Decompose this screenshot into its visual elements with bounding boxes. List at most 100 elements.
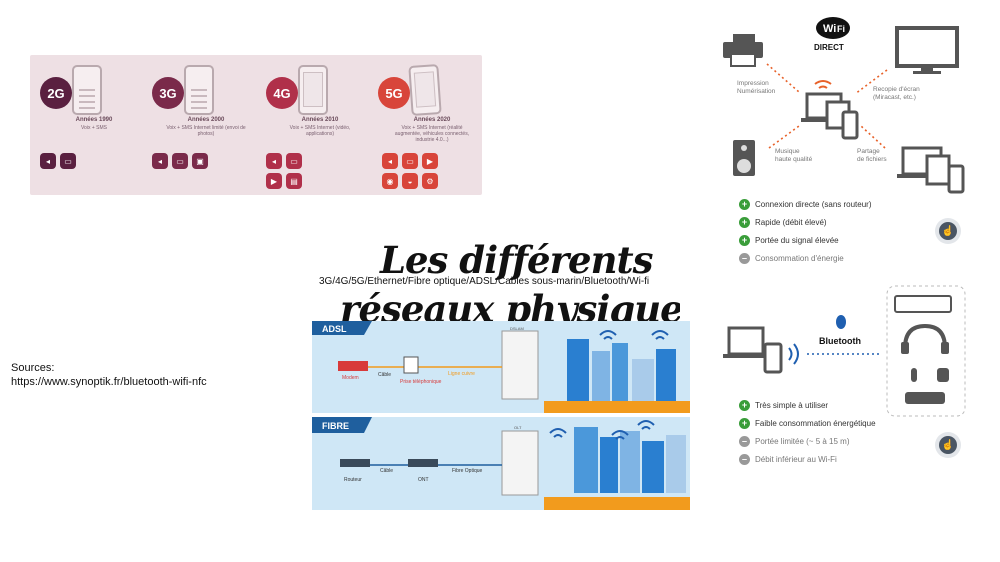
- feature-text: Rapide (débit élevé): [755, 218, 827, 227]
- minus-icon: –: [739, 253, 750, 264]
- voice-icon: ◂: [40, 153, 56, 169]
- fibre-label: FIBRE: [322, 421, 349, 431]
- minus-icon: –: [739, 436, 750, 447]
- sms-icon: ▭: [286, 153, 302, 169]
- wifi-direct-diagram: Wi Fi DIRECT: [723, 17, 965, 194]
- page-title-line1: Les différents: [380, 238, 653, 282]
- voice-icon: ◂: [152, 153, 168, 169]
- music-label: Musique haute qualité: [775, 148, 813, 163]
- mobile-generations-infographic: 2G Années 1990 Voix + SMS ◂ ▭ 3G Années …: [30, 55, 482, 195]
- direct-logo-text: DIRECT: [814, 43, 844, 52]
- generation-3g: 3G Années 2000 Voix + SMS Internet limit…: [148, 65, 258, 190]
- feature-text: Faible consommation énergétique: [755, 419, 876, 428]
- qwerty-phone-icon: [184, 65, 214, 115]
- modem-label: Modem: [342, 375, 359, 381]
- router-label: Routeur: [344, 477, 362, 483]
- screen-mirror-label: Recopie d'écran (Miracast, etc.): [873, 86, 920, 101]
- minus-icon: –: [739, 454, 750, 465]
- copper-line-label: Ligne cuivre: [448, 371, 475, 377]
- adsl-panel: ADSL DSLAM Modem Câble Prise téléphoniqu…: [312, 321, 690, 413]
- bluetooth-logo-text: Bluetooth: [819, 336, 861, 346]
- generation-capabilities: ◂ ▭ ▣: [152, 153, 258, 169]
- generation-4g: 4G Années 2010 Voix + SMS Internet (vidé…: [262, 65, 372, 190]
- adsl-fibre-diagram: ADSL DSLAM Modem Câble Prise téléphoniqu…: [312, 321, 690, 510]
- generation-5g: 5G Années 2020 Voix + SMS Internet (réal…: [374, 64, 484, 190]
- touch-action-button[interactable]: ☝: [935, 218, 961, 244]
- bluetooth-logo: Bluetooth: [819, 315, 861, 346]
- page-subtitle: 3G/4G/5G/Ethernet/Fibre optique/ADSL/Cab…: [319, 276, 650, 287]
- speaker-icon: [733, 140, 755, 176]
- generation-year: Années 2020: [413, 117, 451, 123]
- video-icon: ▶: [422, 153, 438, 169]
- generation-badge: 4G: [266, 77, 298, 109]
- photo-icon: ▣: [192, 153, 208, 169]
- wifi-direct-logo: Wi Fi DIRECT: [814, 17, 850, 52]
- hand-pointer-icon: ☝: [939, 436, 957, 454]
- feature-text: Très simple à utiliser: [755, 401, 829, 410]
- fibre-cable-label: Câble: [380, 468, 393, 474]
- file-share-label: Partage de fichiers: [857, 148, 887, 163]
- generation-capabilities: ◂ ▭ ▶ ◉ ◒ ⚙: [382, 153, 452, 189]
- generation-2g: 2G Années 1990 Voix + SMS ◂ ▭: [36, 65, 146, 190]
- ont-label: ONT: [418, 477, 429, 483]
- connected-car-icon: ◒: [402, 173, 418, 189]
- generation-capabilities: ◂ ▭: [40, 153, 146, 169]
- feature-text: Consommation d'énergie: [755, 254, 844, 263]
- sms-icon: ▭: [402, 153, 418, 169]
- generation-capabilities: ◂ ▭ ▶ ▤: [266, 153, 312, 189]
- plus-icon: +: [739, 199, 750, 210]
- printer-icon: [723, 34, 763, 67]
- generation-description: Voix + SMS Internet limité (envoi de pho…: [166, 125, 246, 137]
- bluetooth-feature-item: + Faible consommation énergétique: [739, 418, 876, 429]
- sources-block: Sources: https://www.synoptik.fr/bluetoo…: [11, 361, 207, 389]
- devices-icon: [897, 146, 965, 194]
- foldable-phone-icon: [408, 64, 442, 116]
- smartphone-icon: [298, 65, 328, 115]
- generation-year: Années 2000: [187, 117, 225, 123]
- bluetooth-feature-item: – Débit inférieur au Wi-Fi: [739, 454, 837, 465]
- central-devices-icon: [801, 80, 859, 140]
- generation-badge: 3G: [152, 77, 184, 109]
- wifi-feature-item: – Consommation d'énergie: [739, 253, 844, 264]
- connection-arrows: [766, 63, 888, 149]
- generation-badge: 2G: [40, 77, 72, 109]
- touch-action-button[interactable]: ☝: [935, 432, 961, 458]
- feature-text: Portée limitée (~ 5 à 15 m): [755, 437, 850, 446]
- apps-icon: ▤: [286, 173, 302, 189]
- page-title-line2: réseaux physique: [340, 287, 680, 325]
- olt-label: OLT: [514, 425, 522, 430]
- feature-text: Portée du signal élevée: [755, 236, 839, 245]
- sources-link[interactable]: https://www.synoptik.fr/bluetooth-wifi-n…: [11, 376, 207, 388]
- bluetooth-diagram: Bluetooth: [723, 285, 966, 417]
- adsl-label: ADSL: [322, 324, 347, 334]
- fi-logo-text: Fi: [837, 24, 845, 34]
- generation-description: Voix + SMS Internet (vidéo, applications…: [289, 125, 351, 137]
- wifi-feature-item: + Connexion directe (sans routeur): [739, 199, 872, 210]
- generation-badge: 5G: [378, 77, 410, 109]
- video-icon: ▶: [266, 173, 282, 189]
- plus-icon: +: [739, 418, 750, 429]
- sms-icon: ▭: [60, 153, 76, 169]
- generation-year: Années 1990: [75, 117, 113, 123]
- optical-fibre-label: Fibre Optique: [452, 468, 483, 474]
- voice-icon: ◂: [266, 153, 282, 169]
- sources-label: Sources:: [11, 362, 55, 374]
- bluetooth-infographic: Bluetooth + Très simple à utiliser + Fai…: [715, 282, 985, 472]
- industry-icon: ⚙: [422, 173, 438, 189]
- bluetooth-feature-item: – Portée limitée (~ 5 à 15 m): [739, 436, 849, 447]
- wifi-logo-text: Wi: [823, 23, 836, 35]
- plus-icon: +: [739, 217, 750, 228]
- sms-icon: ▭: [172, 153, 188, 169]
- generation-description: Voix + SMS Internet (réalité augmentée, …: [394, 125, 470, 143]
- generation-year: Années 2010: [301, 117, 339, 123]
- print-scan-label: Impression Numérisation: [737, 80, 776, 95]
- augmented-reality-icon: ◉: [382, 173, 398, 189]
- plus-icon: +: [739, 235, 750, 246]
- feature-phone-icon: [72, 65, 102, 115]
- wifi-direct-infographic: Wi Fi DIRECT: [715, 8, 985, 278]
- monitor-icon: [895, 26, 959, 74]
- laptop-phone-icon: [723, 326, 799, 374]
- generation-description: Voix + SMS: [81, 125, 107, 131]
- fibre-panel: FIBRE OLT Routeur Câble ONT Fibre Optiqu…: [312, 417, 690, 510]
- wifi-feature-item: + Portée du signal élevée: [739, 235, 839, 246]
